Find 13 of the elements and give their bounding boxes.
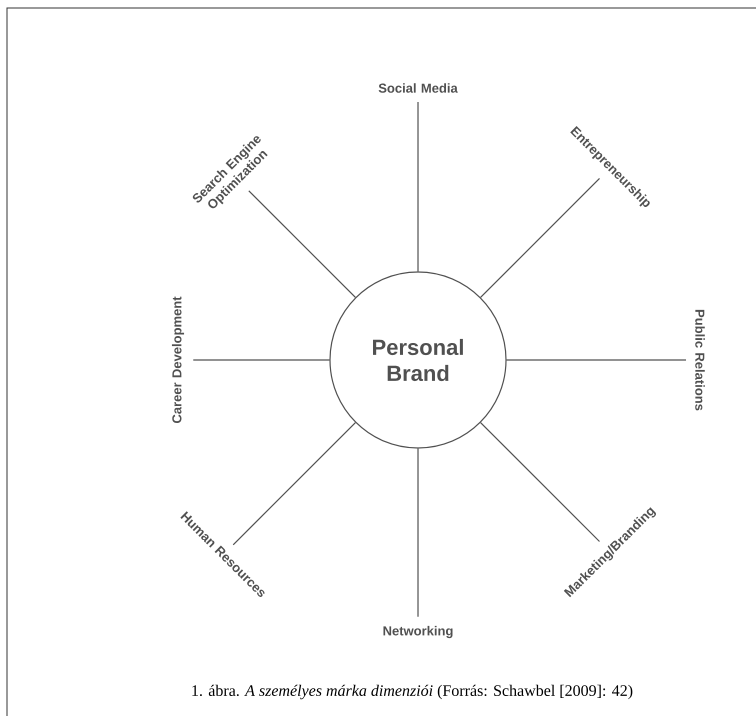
spoke-line bbox=[417, 448, 419, 617]
spoke-line bbox=[193, 359, 330, 361]
spoke-label: Public Relations bbox=[695, 310, 705, 410]
spoke-label: Networking bbox=[383, 626, 453, 638]
spoke-line bbox=[506, 359, 686, 361]
caption: 1. ábra. A személyes márka dimenziói (Forrás: Schawbel [2009]: 42) bbox=[192, 684, 632, 700]
spoke-line bbox=[417, 102, 419, 272]
spoke-label: Career Development bbox=[172, 296, 184, 424]
spoke-line bbox=[480, 178, 600, 298]
spoke-label: Social Media bbox=[378, 83, 458, 93]
spoke-line bbox=[480, 422, 600, 542]
spoke-line bbox=[248, 190, 356, 298]
spoke-line bbox=[232, 422, 356, 546]
